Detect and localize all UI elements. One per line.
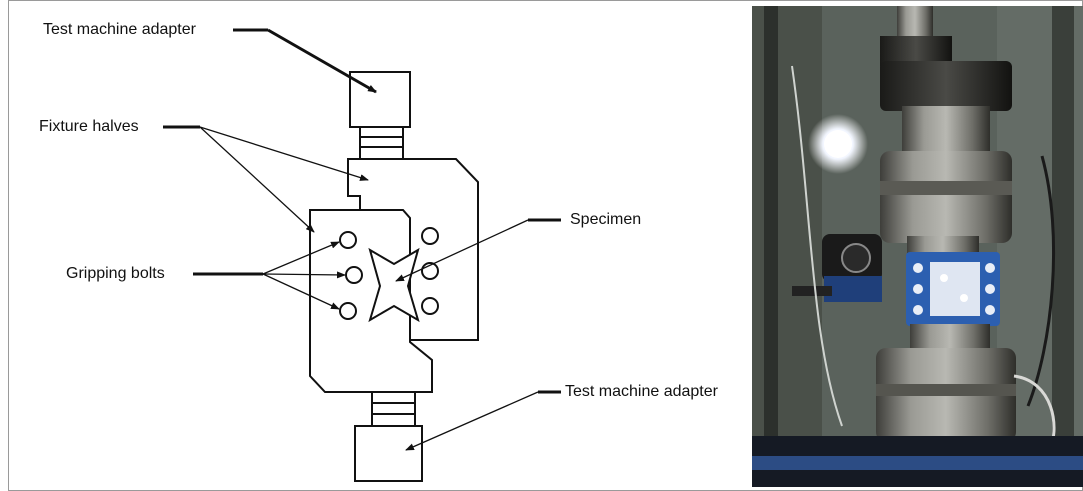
label-fixture-halves: Fixture halves <box>39 118 139 136</box>
arrow-fixture-1 <box>200 127 368 180</box>
bolt-left-3 <box>340 303 356 319</box>
test-setup-photo <box>752 6 1083 487</box>
label-specimen: Specimen <box>570 211 641 229</box>
arrow-adapter-bottom <box>406 392 538 450</box>
fixture-diagram <box>8 0 753 491</box>
arrow-fixture-2 <box>200 127 314 232</box>
top-adapter-neck <box>360 127 403 159</box>
bottom-adapter-neck <box>372 392 415 426</box>
upper-grip-housing <box>880 151 1012 243</box>
upper-crosshead <box>880 61 1012 111</box>
label-gripping-bolts: Gripping bolts <box>66 265 165 283</box>
top-adapter-block <box>350 72 410 127</box>
bolt-right-1 <box>422 228 438 244</box>
arrow-adapter-top <box>268 30 376 92</box>
bolt-left-1 <box>340 232 356 248</box>
bolt-right-3 <box>422 298 438 314</box>
frame-column <box>764 6 778 487</box>
label-adapter-bottom: Test machine adapter <box>565 383 718 401</box>
bolt-left-2 <box>346 267 362 283</box>
label-adapter-top: Test machine adapter <box>43 21 196 39</box>
bottom-adapter-block <box>355 426 422 481</box>
